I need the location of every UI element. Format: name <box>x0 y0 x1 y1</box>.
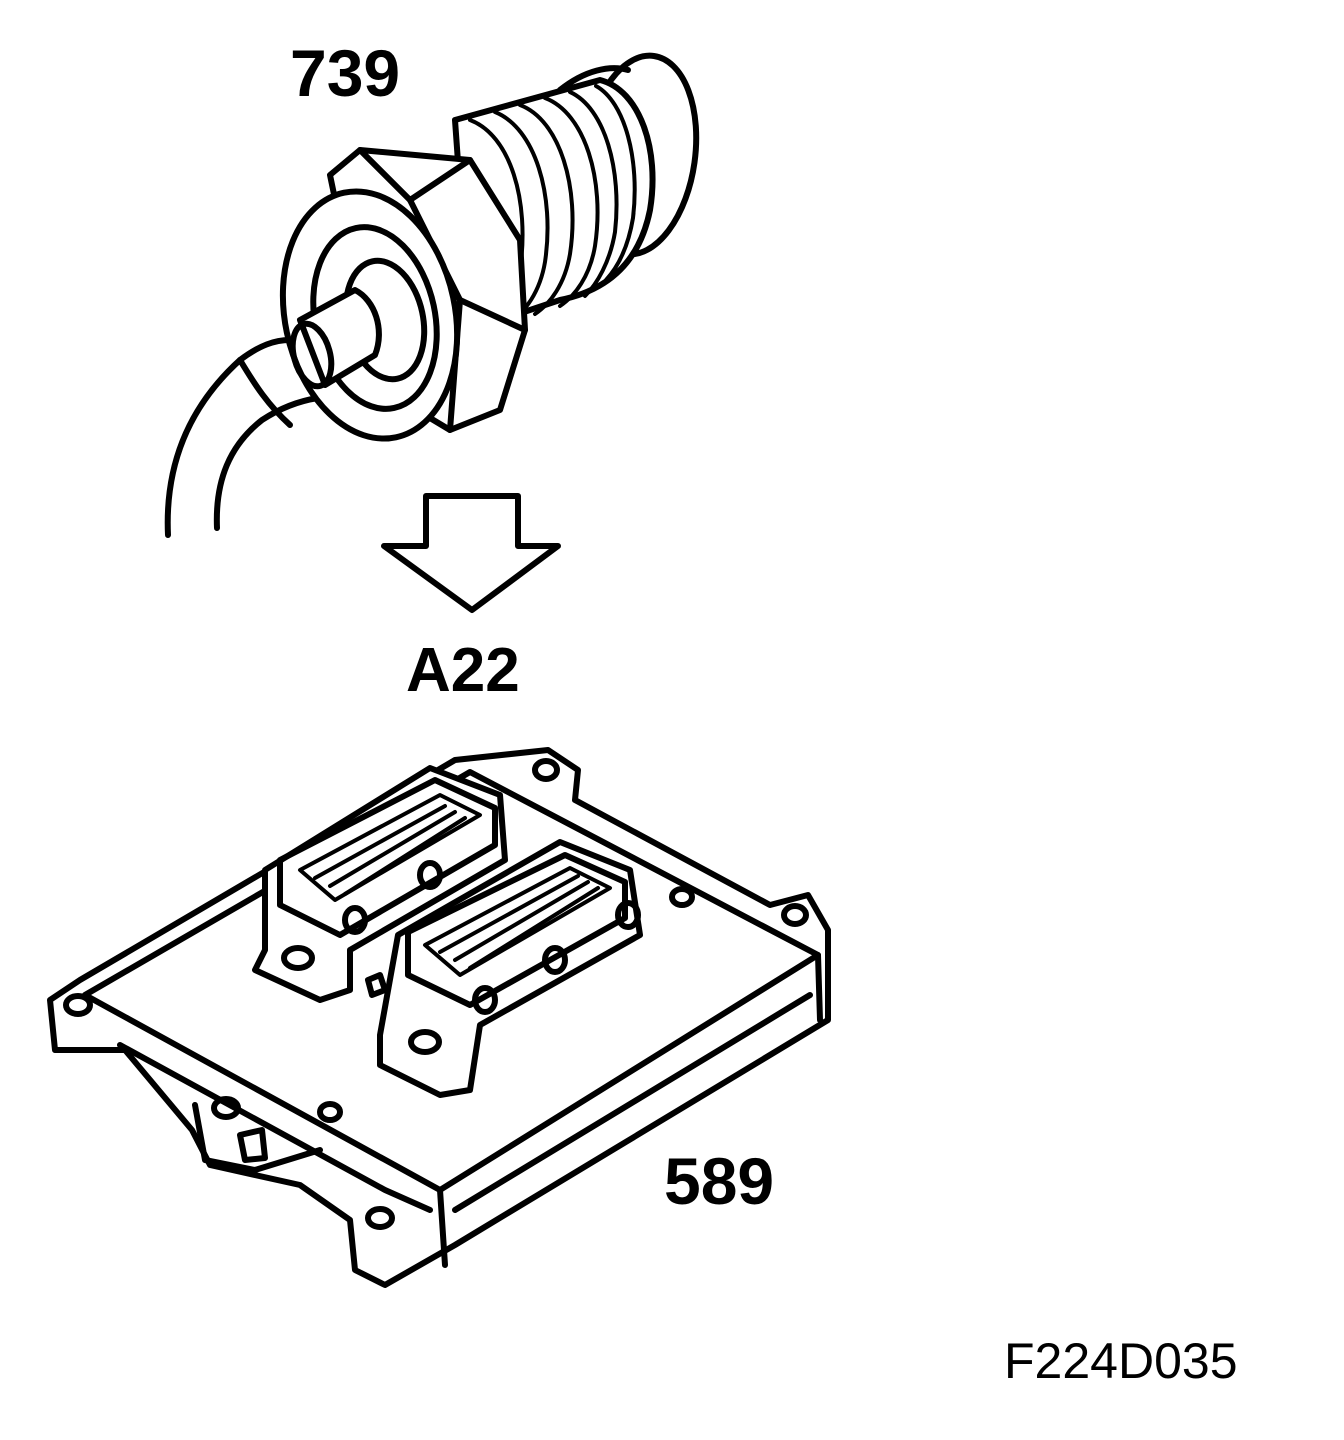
label-a22: A22 <box>406 636 520 705</box>
mounting-holes <box>63 758 809 1230</box>
sensor-face <box>279 188 461 442</box>
sensor-illustration <box>164 52 700 538</box>
control-module-illustration <box>47 747 831 1288</box>
down-arrow <box>381 493 561 613</box>
figure-code: F224D035 <box>1004 1333 1238 1389</box>
label-589: 589 <box>664 1144 775 1218</box>
connector-right <box>365 839 643 1098</box>
module-bracket <box>192 1102 323 1173</box>
connector-left <box>252 765 508 1003</box>
label-739: 739 <box>290 36 401 110</box>
